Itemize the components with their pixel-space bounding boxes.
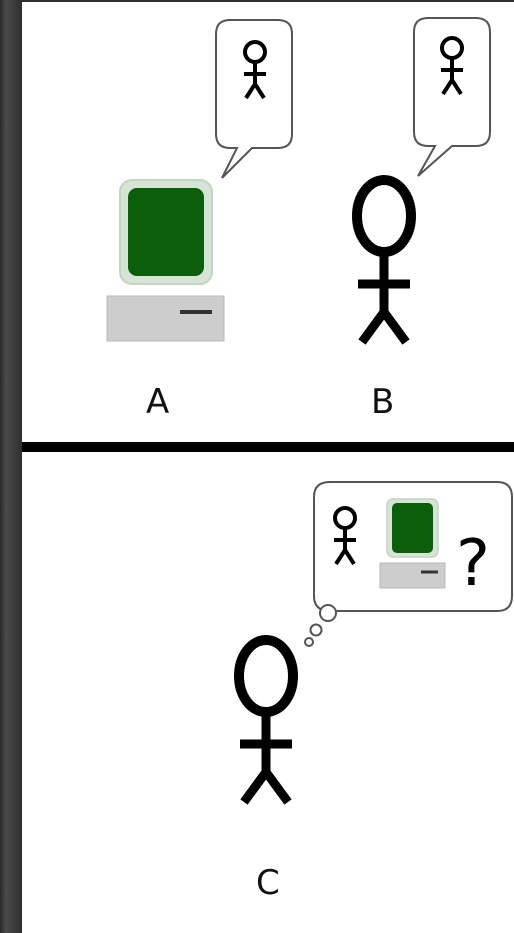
computer-base (106, 295, 225, 342)
section-divider (22, 442, 514, 452)
label-c: C (256, 863, 280, 903)
label-b: B (371, 382, 394, 422)
speech-bubble-b (413, 17, 491, 177)
speech-bubble-a (215, 19, 293, 179)
person-b-icon (357, 180, 411, 342)
computer-screen (128, 188, 204, 276)
computer-a (106, 179, 225, 342)
thought-bubble-c: ? (304, 481, 513, 647)
person-c-icon (239, 640, 293, 802)
question-mark: ? (456, 527, 490, 601)
computer-icon (379, 498, 446, 589)
label-a: A (146, 382, 169, 422)
thought-dot-medium (309, 623, 323, 637)
thought-dot-small (304, 637, 314, 647)
thought-dot-large (319, 604, 337, 622)
